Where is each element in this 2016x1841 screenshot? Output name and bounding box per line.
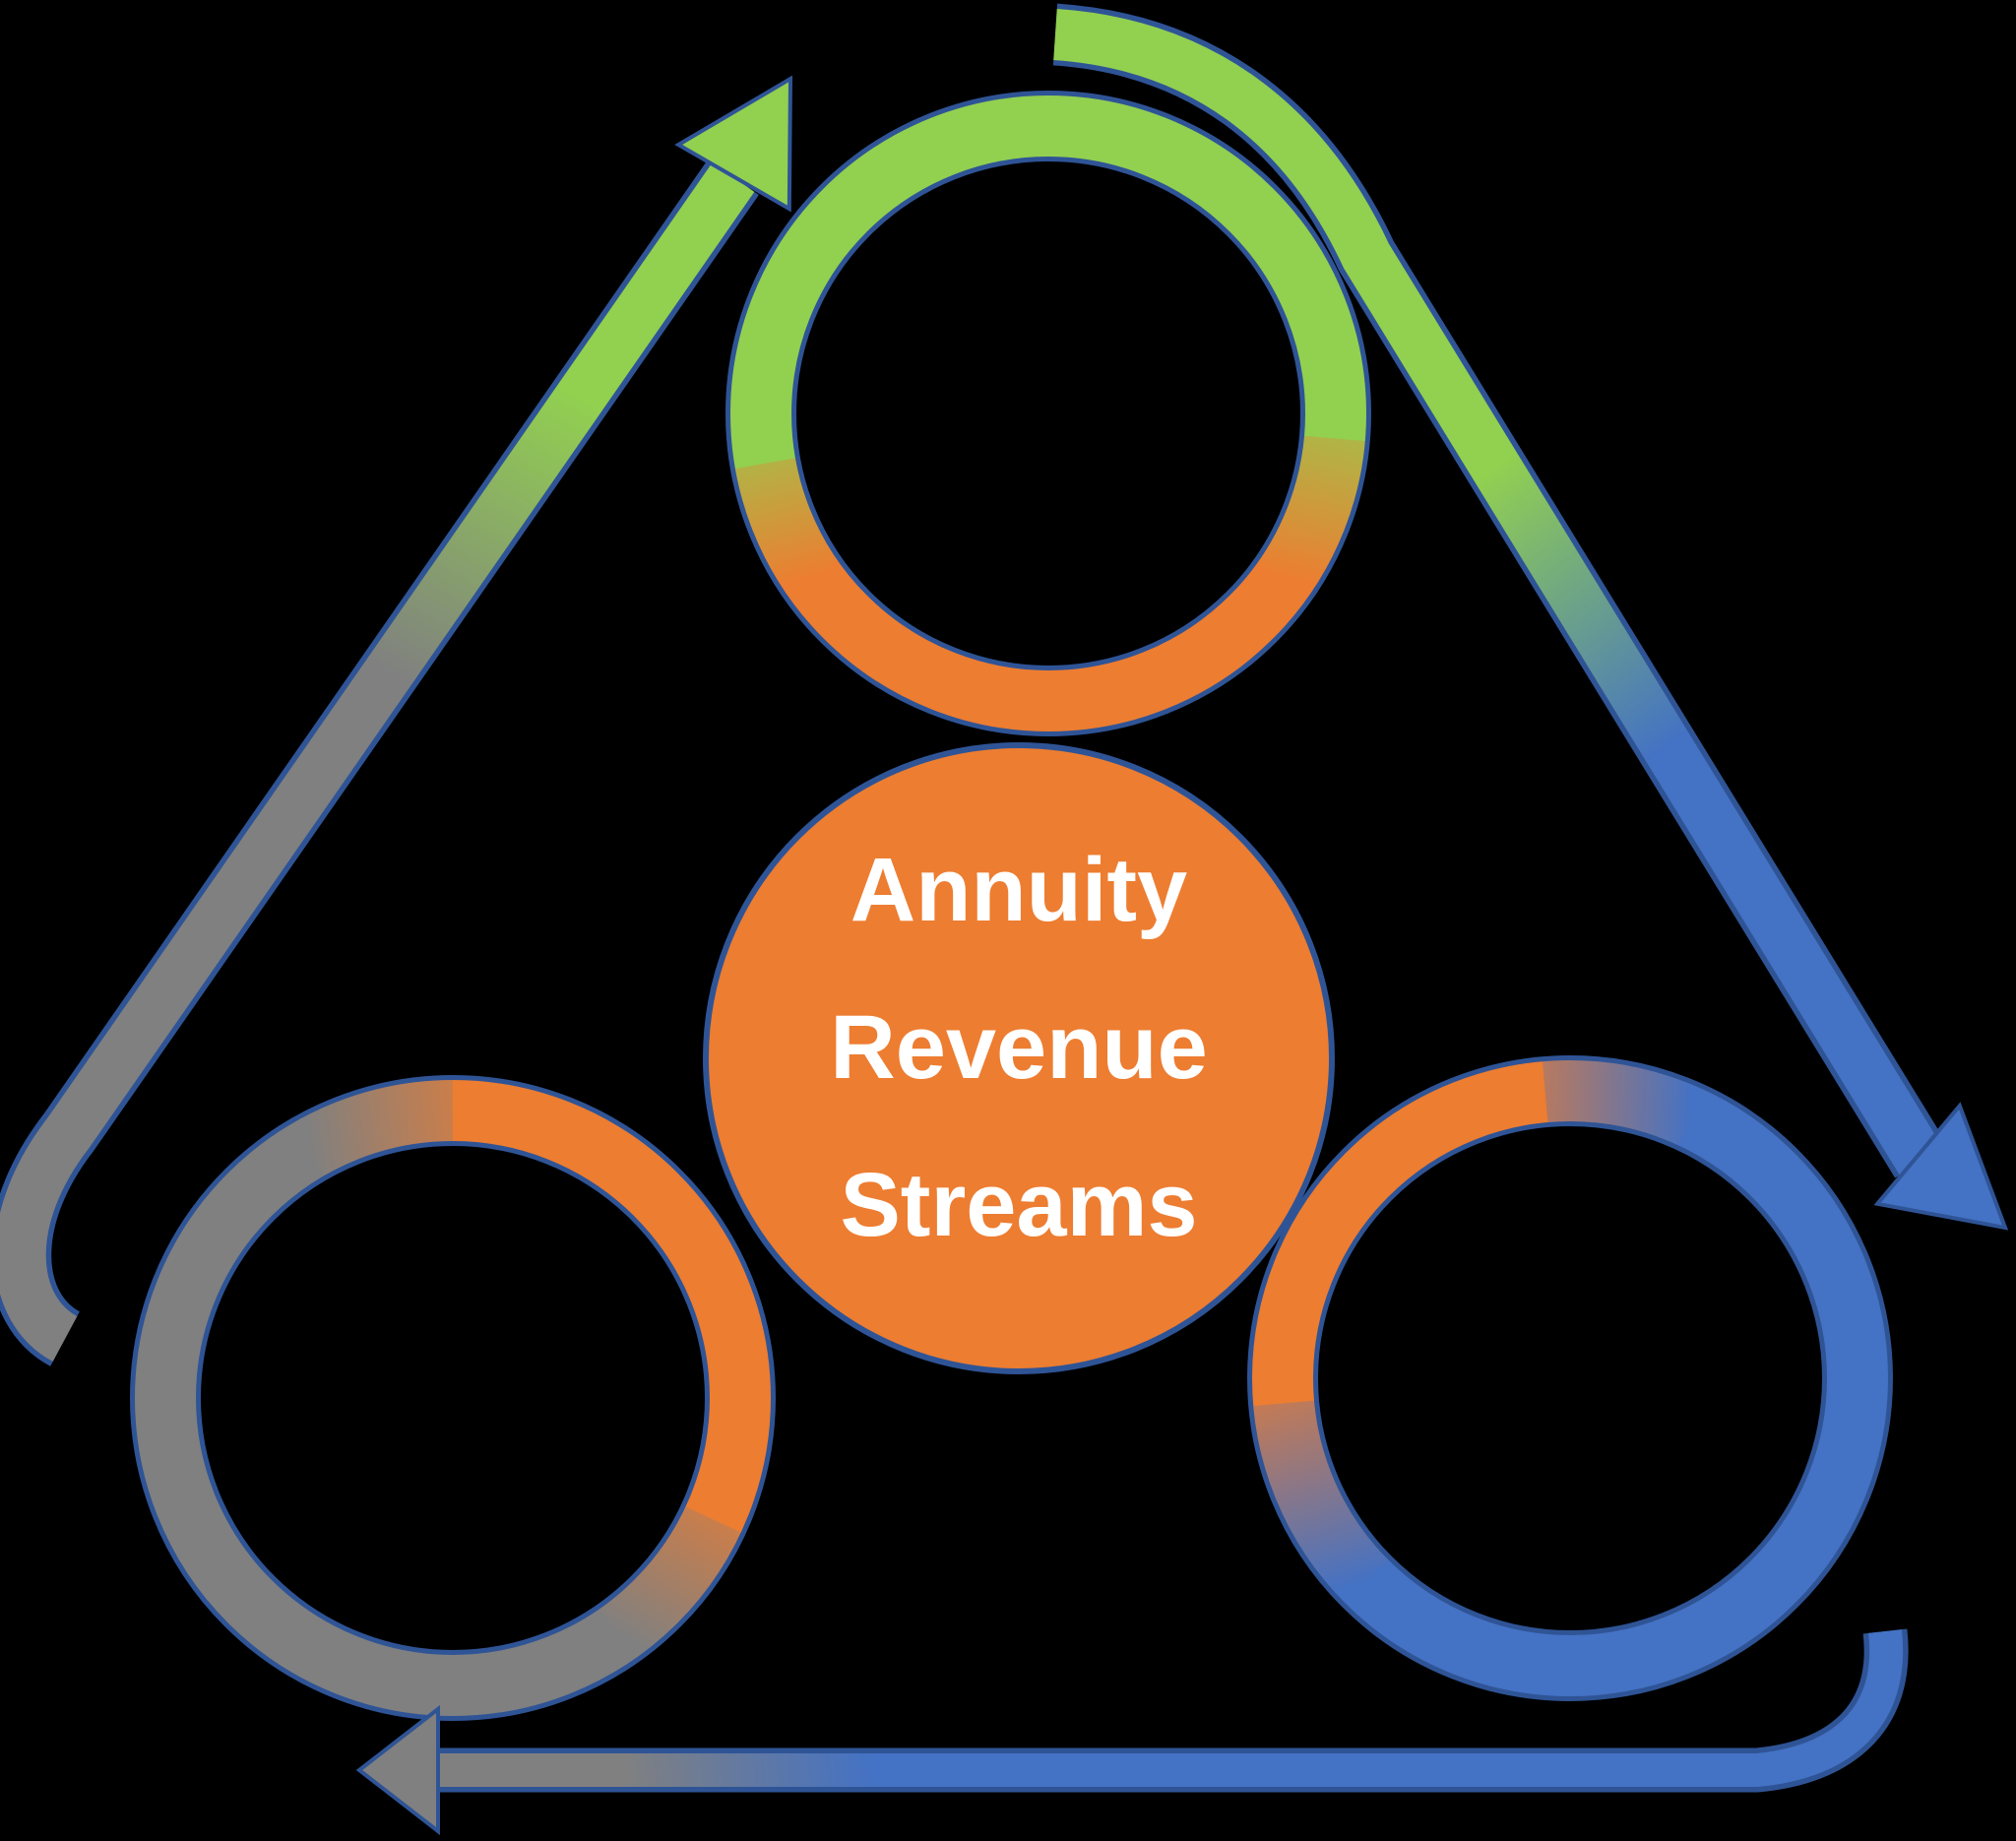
right-ring-inner-outline xyxy=(1313,1121,1827,1635)
right-ring-outer-outline xyxy=(1247,1055,1893,1701)
right-ring xyxy=(1247,1055,1893,1701)
left-ring-orange-arc xyxy=(452,1078,773,1534)
left-ring-fade-lower-right xyxy=(598,1441,769,1661)
right-arrow xyxy=(1052,3,2009,1231)
center-node: Annuity Revenue Streams xyxy=(703,742,1335,1374)
top-ring-fade-left xyxy=(728,385,841,598)
bottom-arrow-shaft xyxy=(433,1629,1904,1787)
bottom-arrowhead-icon xyxy=(355,1704,440,1836)
left-arrowhead-icon xyxy=(674,75,793,213)
right-arrowhead-icon xyxy=(1873,1102,2009,1231)
right-ring-fade-top xyxy=(1460,1058,1706,1148)
center-circle xyxy=(703,742,1335,1374)
top-ring-green-arc xyxy=(728,94,1368,470)
left-ring-outer-outline xyxy=(130,1075,776,1721)
center-label-line1: Annuity xyxy=(850,840,1187,940)
top-ring-inner-outline xyxy=(791,157,1305,670)
center-label-line3: Streams xyxy=(840,1155,1197,1255)
top-ring-fade-right xyxy=(1256,357,1369,598)
left-arrow-shaft xyxy=(0,162,755,1362)
left-ring xyxy=(130,1075,776,1721)
center-label-line2: Revenue xyxy=(830,997,1208,1098)
bottom-arrow xyxy=(355,1628,1909,1836)
top-ring xyxy=(725,91,1371,736)
top-ring-outer-outline xyxy=(725,91,1371,736)
left-ring-inner-outline xyxy=(196,1141,710,1655)
left-arrow xyxy=(0,75,793,1366)
right-ring-fade-lower-left xyxy=(1250,1322,1391,1605)
right-arrow-shaft xyxy=(1053,9,1944,1175)
left-ring-fade-upper-left xyxy=(292,1077,536,1177)
